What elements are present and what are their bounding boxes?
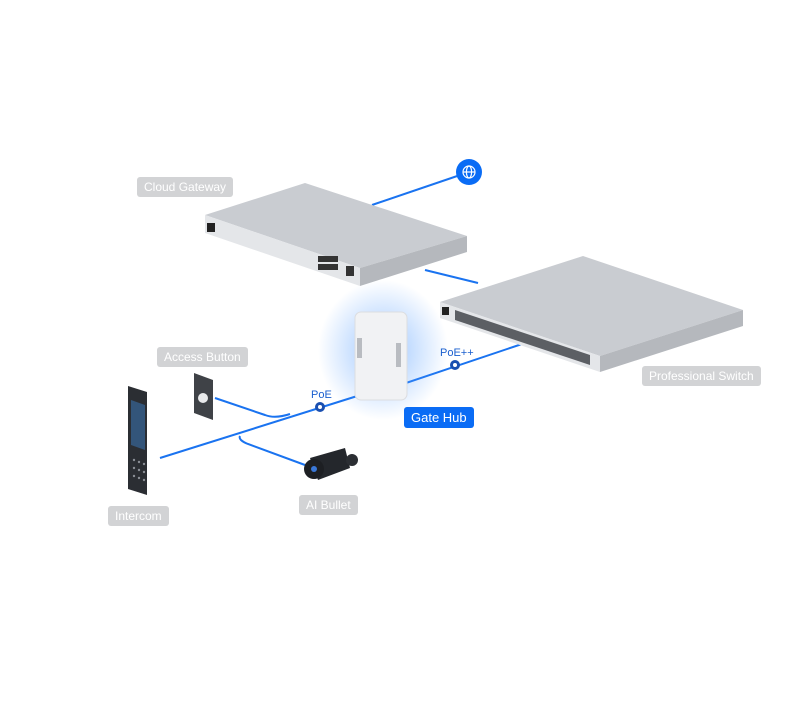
link-access-button bbox=[214, 397, 291, 418]
ai-bullet-camera bbox=[304, 448, 358, 480]
cloud-gateway-device bbox=[205, 183, 467, 286]
poe-plus-lightning-icon bbox=[450, 360, 460, 370]
link-internet-gateway bbox=[371, 171, 470, 206]
gate-hub-device bbox=[354, 311, 408, 401]
label-gate-hub: Gate Hub bbox=[404, 407, 474, 428]
link-gateway-switch bbox=[424, 269, 479, 284]
connection-lines bbox=[159, 171, 526, 466]
label-cloud-gateway: Cloud Gateway bbox=[137, 177, 234, 197]
internet-globe-icon[interactable] bbox=[456, 159, 482, 185]
link-label-poe-plus: PoE++ bbox=[440, 347, 474, 359]
label-ai-bullet: AI Bullet bbox=[299, 495, 358, 515]
label-intercom: Intercom bbox=[108, 506, 169, 526]
link-ai-bullet bbox=[238, 435, 306, 466]
link-label-poe: PoE bbox=[311, 389, 332, 401]
link-hub-intercom bbox=[159, 391, 371, 459]
label-professional-switch: Professional Switch bbox=[642, 366, 761, 386]
professional-switch-device bbox=[440, 256, 743, 372]
intercom-device bbox=[128, 386, 147, 495]
poe-lightning-icon bbox=[315, 402, 325, 412]
access-button-device bbox=[194, 373, 213, 420]
label-access-button: Access Button bbox=[157, 347, 248, 367]
